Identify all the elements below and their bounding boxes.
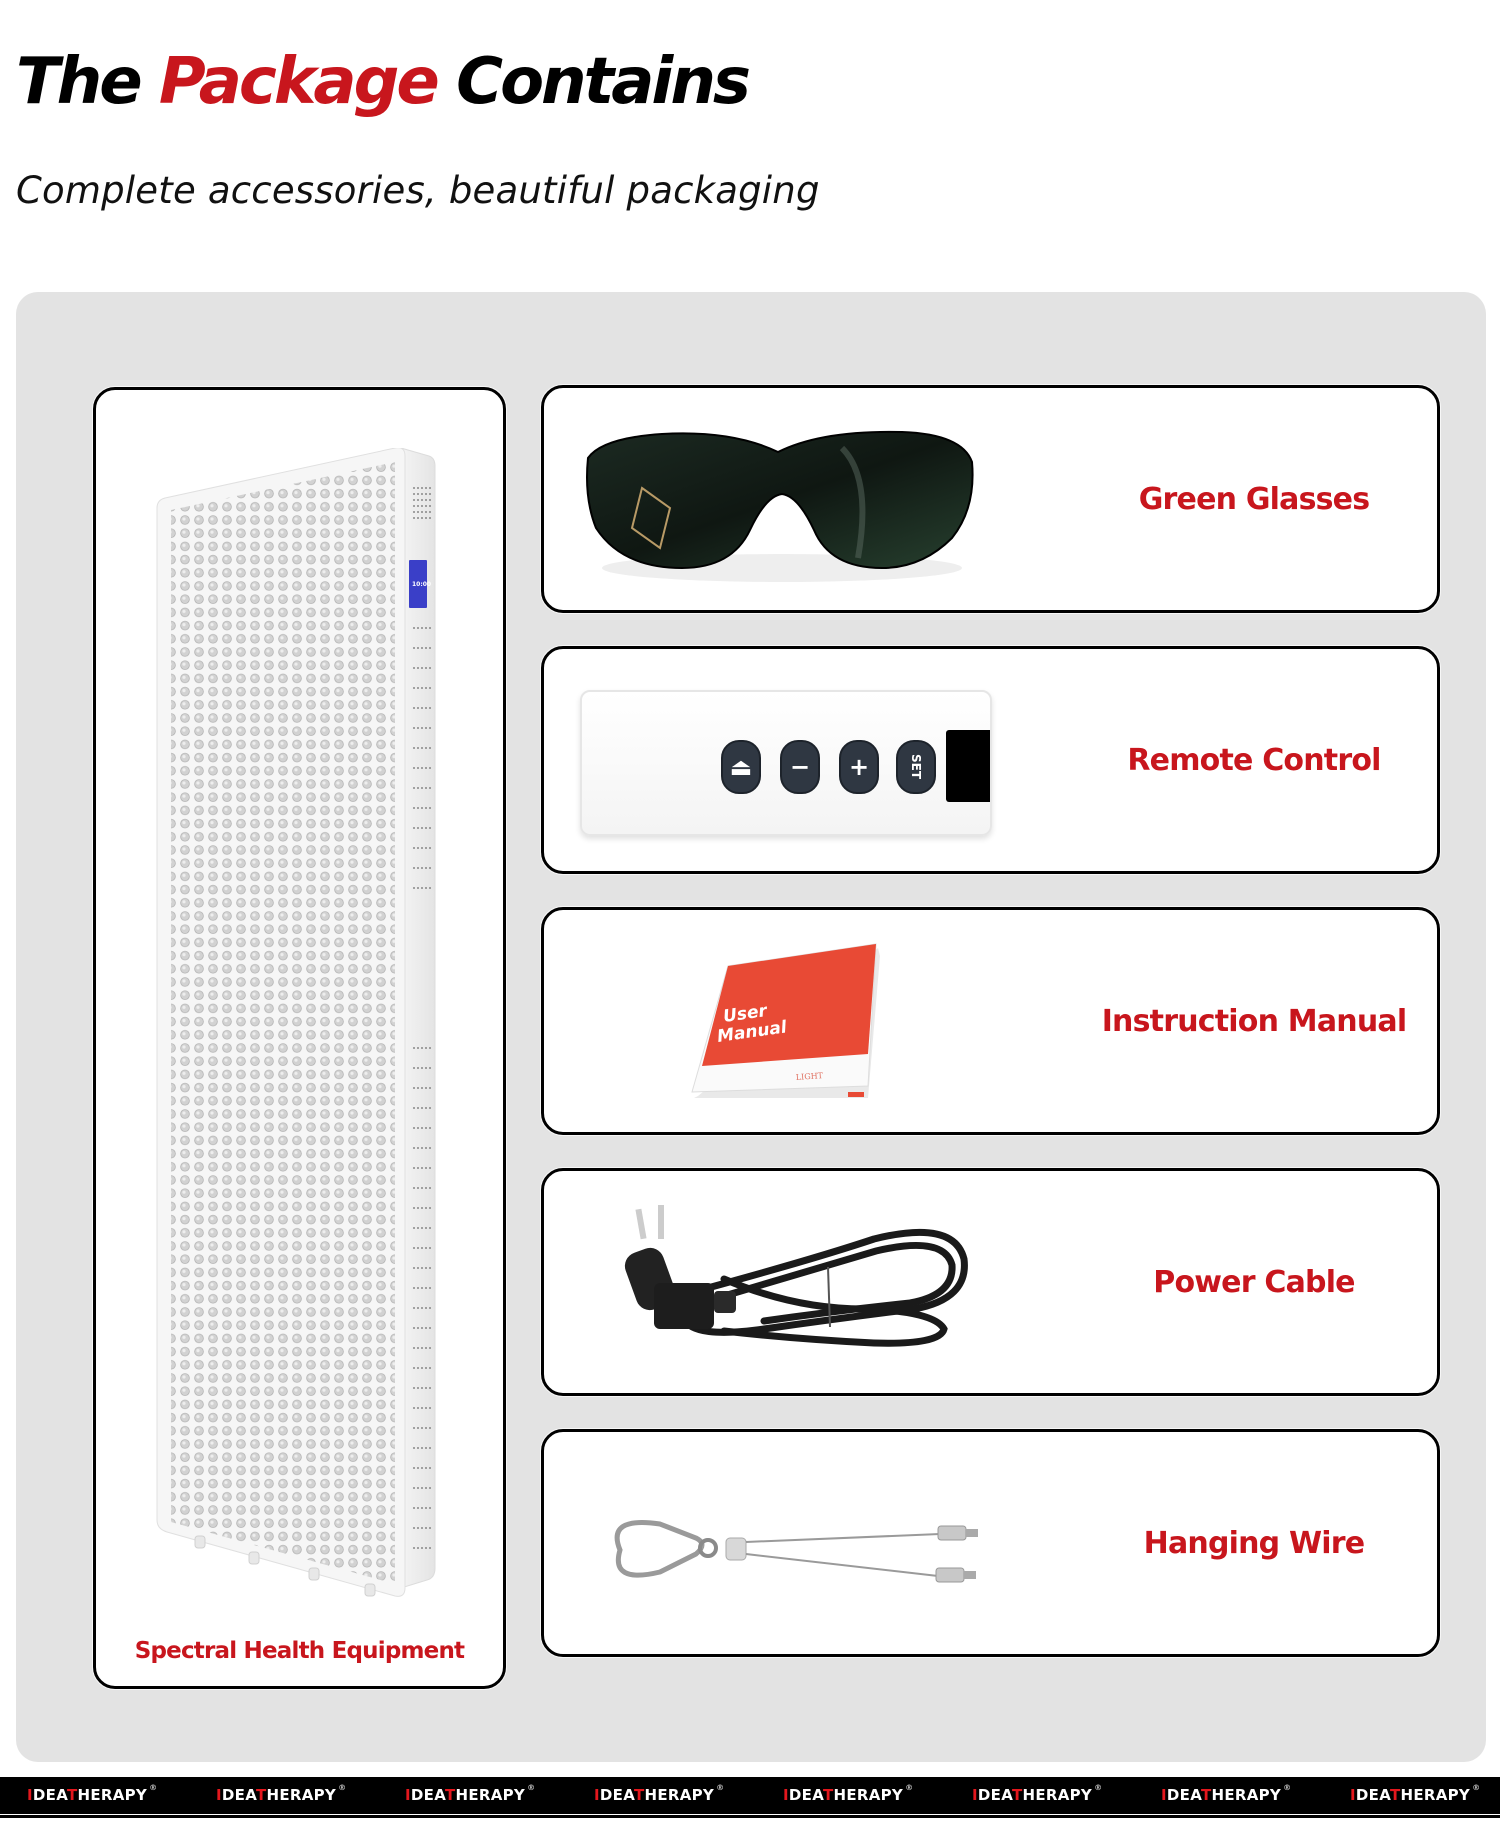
power-cable-icon <box>614 1199 984 1359</box>
remote-set-button: SET <box>896 740 936 794</box>
user-manual-icon: User Manual LIGHT <box>668 926 888 1116</box>
page-subtitle: Complete accessories, beautiful packagin… <box>16 169 820 212</box>
remote-control-icon: ⏏ − + SET <box>580 690 992 836</box>
footer-divider <box>0 1815 1500 1818</box>
brand-logo: IDEATHERAPY® <box>783 1783 914 1804</box>
brand-logo: IDEATHERAPY® <box>594 1783 725 1804</box>
item-label: Remote Control <box>1127 742 1381 778</box>
remote-plus-button: + <box>839 740 879 794</box>
svg-text:10:00: 10:00 <box>412 581 431 588</box>
item-label: Hanging Wire <box>1143 1525 1365 1561</box>
item-card-green-glasses: Green Glasses <box>541 385 1440 613</box>
brand-logo: IDEATHERAPY® <box>216 1783 347 1804</box>
title-word-contains: Contains <box>456 45 751 119</box>
item-card-instruction-manual: User Manual LIGHT Instruction Manual <box>541 907 1440 1135</box>
brand-logo: IDEATHERAPY® <box>972 1783 1103 1804</box>
brand-logo: IDEATHERAPY® <box>405 1783 536 1804</box>
remote-light-button: ⏏ <box>721 740 761 794</box>
svg-text:LIGHT: LIGHT <box>796 1071 824 1082</box>
title-word-package: Package <box>158 45 440 119</box>
brand-logo: IDEATHERAPY® <box>1161 1783 1292 1804</box>
safety-glasses-icon <box>582 418 982 588</box>
product-card-main: 10:00 <box>93 387 506 1689</box>
item-label: Instruction Manual <box>1101 1003 1407 1039</box>
page-title: The Package Contains <box>16 42 751 122</box>
item-card-remote-control: ⏏ − + SET Remote Control <box>541 646 1440 874</box>
hanging-wire-icon <box>600 1510 990 1590</box>
brand-logo: IDEATHERAPY® <box>1350 1783 1481 1804</box>
item-label: Green Glasses <box>1138 481 1370 517</box>
title-word-the: The <box>16 45 143 119</box>
remote-minus-button: − <box>780 740 820 794</box>
led-light-panel-icon: 10:00 <box>151 448 441 1608</box>
item-card-power-cable: Power Cable <box>541 1168 1440 1396</box>
item-label: Power Cable <box>1153 1264 1355 1300</box>
footer-brand-band: IDEATHERAPY® IDEATHERAPY® IDEATHERAPY® I… <box>0 1777 1500 1814</box>
remote-display <box>946 730 990 802</box>
item-card-hanging-wire: Hanging Wire <box>541 1429 1440 1657</box>
brand-logo: IDEATHERAPY® <box>27 1783 158 1804</box>
main-product-label: Spectral Health Equipment <box>134 1638 465 1664</box>
